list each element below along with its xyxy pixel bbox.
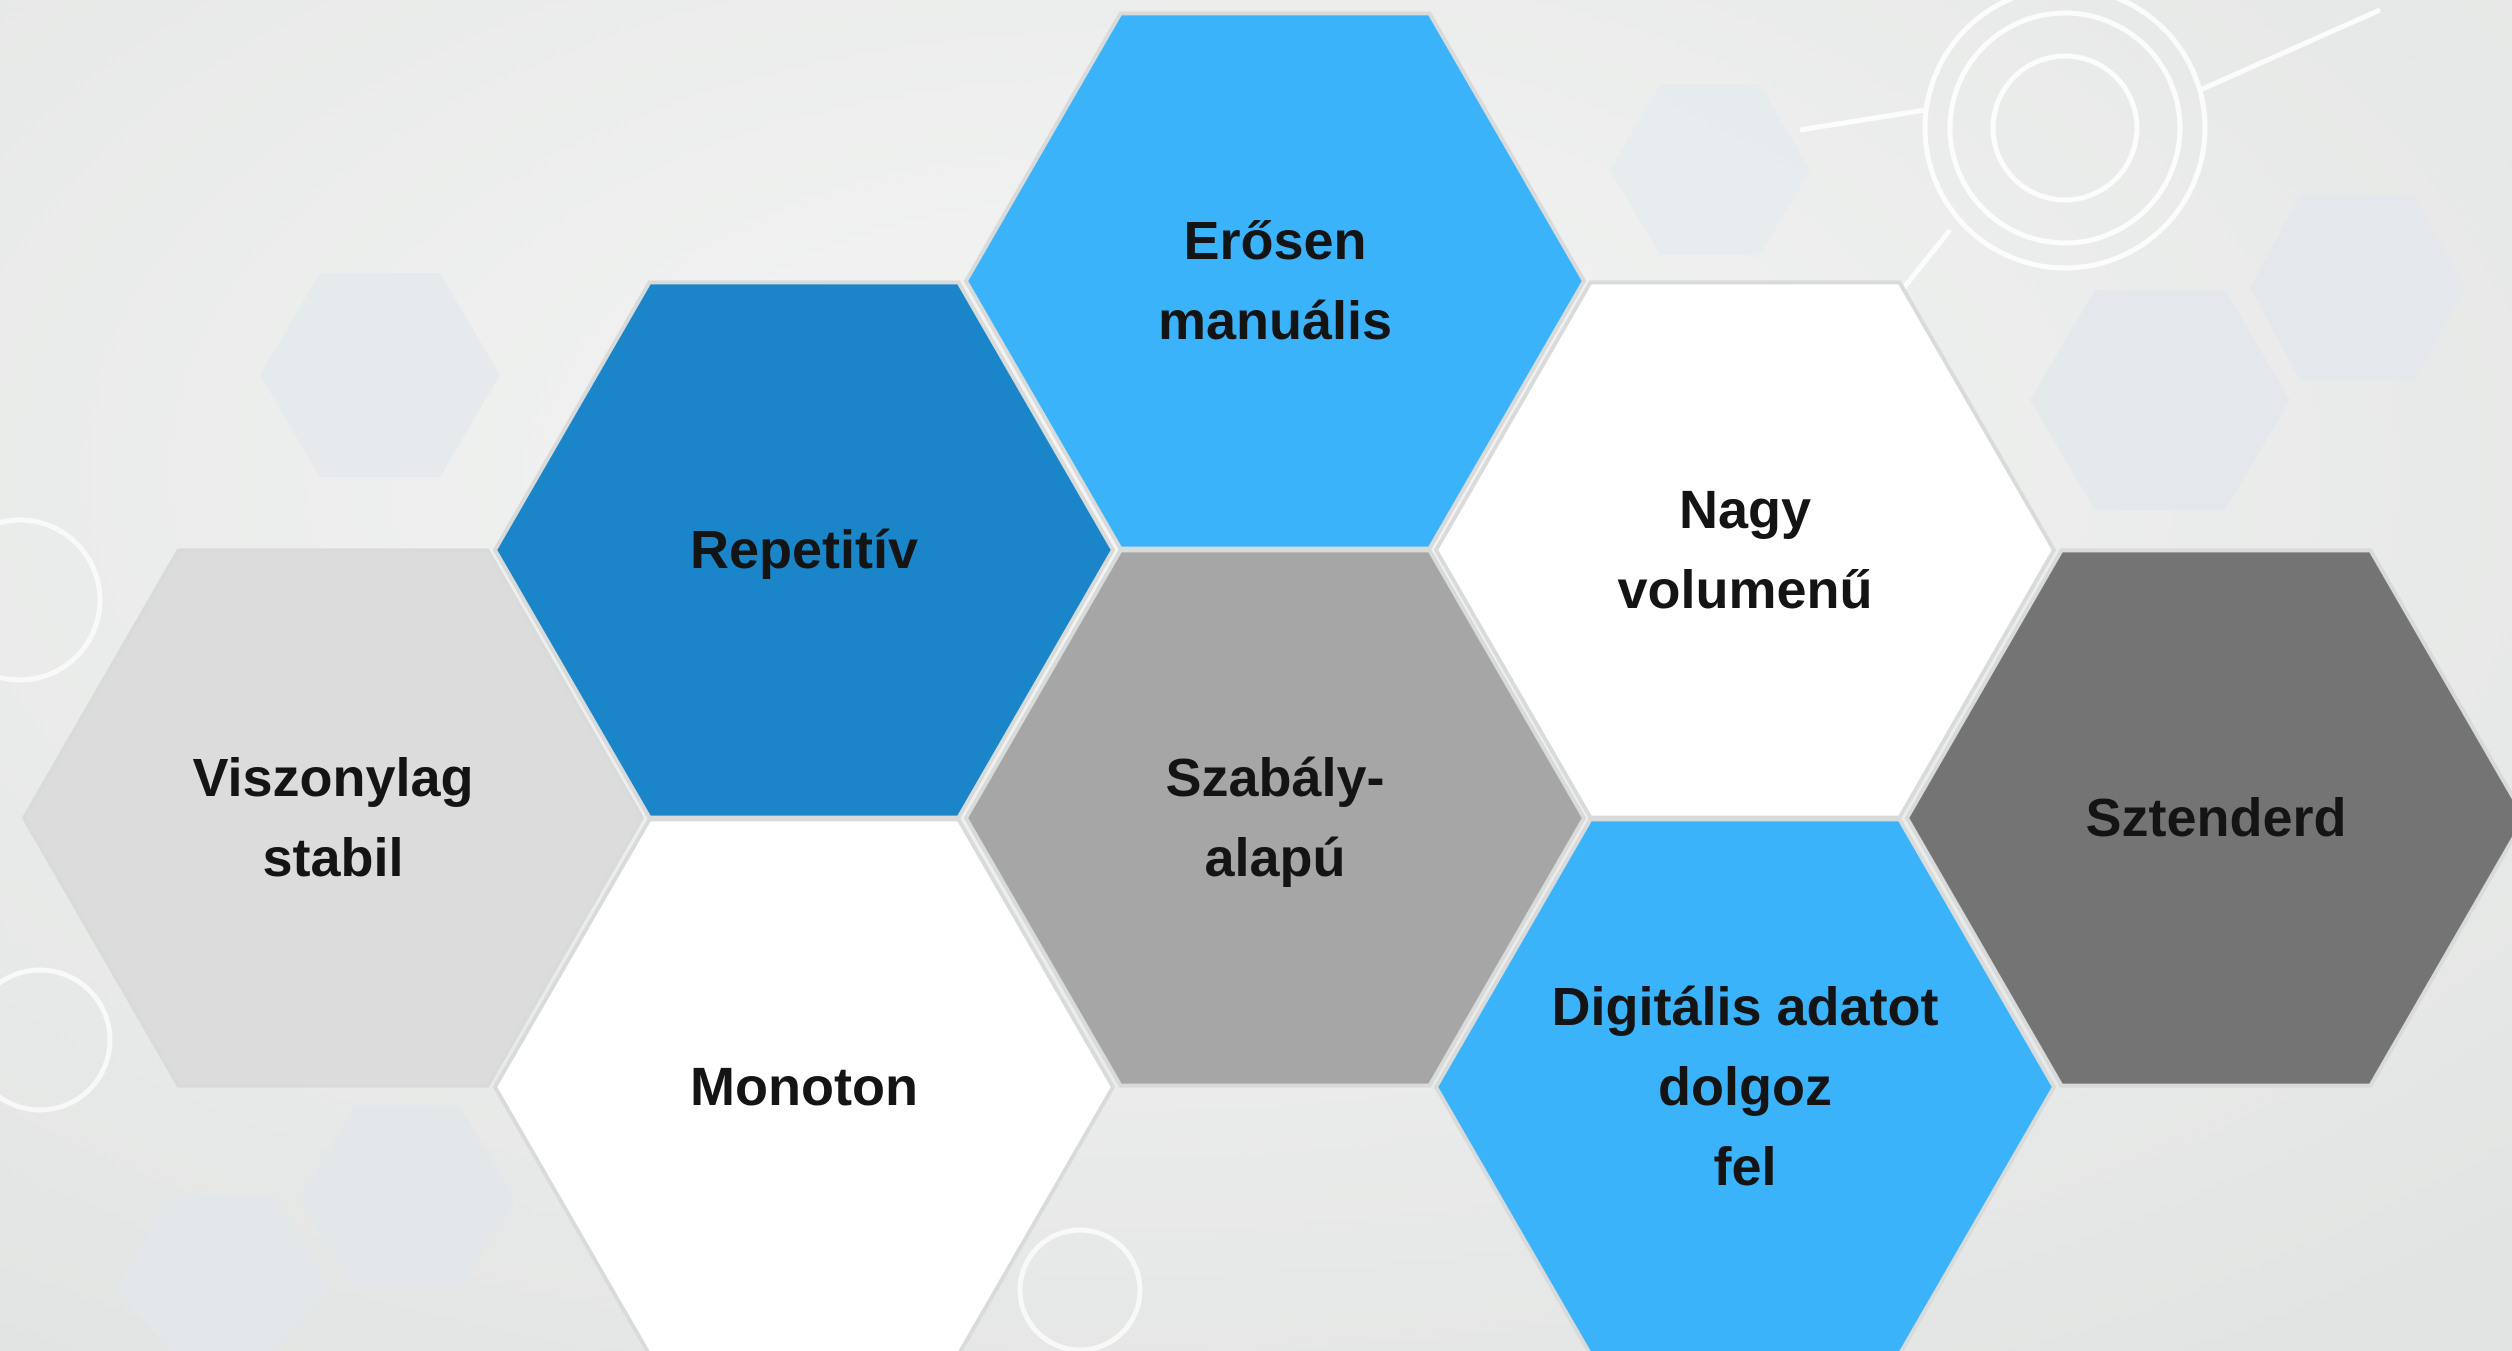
hexagon-label-line: fel (1713, 1137, 1776, 1197)
hexagon-label: Sztenderd (2085, 788, 2346, 848)
hexagon-erosen-manualis: Erősen manuális (963, 11, 1587, 551)
hexagon-shape (1433, 817, 2057, 1351)
decor-hexagon (115, 1195, 330, 1351)
hexagon-viszonylag-stabil: Viszonylag stabil (21, 548, 645, 1088)
hexagon-nagy-volumenu: Nagy volumenű (1433, 280, 2057, 820)
hexagon-label: Nagy volumenű (1617, 480, 1872, 620)
hexagon-label-line: alapú (1204, 828, 1345, 888)
hexagon-label: Viszonylag stabil (192, 748, 473, 888)
hexagon-label: Szabály-alapú (1165, 748, 1384, 888)
hexagon-label: Monoton (690, 1057, 918, 1117)
hexagon-label-line: manuális (1158, 291, 1392, 351)
hexagon-shape (1904, 548, 2512, 1088)
hexagon-label: Digitális adatot dolgoz fel (1551, 977, 1938, 1197)
hexagon-shape (492, 817, 1116, 1351)
hexagon-sztenderd: Sztenderd (1904, 548, 2512, 1088)
gear-decoration (0, 517, 1143, 1351)
wheel-decoration (1799, 0, 2382, 332)
hexagon-label-line: Szabály- (1165, 748, 1384, 808)
hexagon-label-line: Sztenderd (2085, 788, 2346, 848)
decor-hexagon (2030, 290, 2290, 510)
hexagon-label-line: stabil (262, 828, 403, 888)
hexagon-label: Repetitív (690, 520, 918, 580)
hexagon-label-line: volumenű (1617, 560, 1872, 620)
hexagon-digitalis-adatot: Digitális adatot dolgoz fel (1433, 817, 2057, 1351)
hexagon-label-line: dolgoz (1658, 1057, 1832, 1117)
hexagon-label-line: Monoton (690, 1057, 918, 1117)
hexagon-label-line: Viszonylag (192, 748, 473, 808)
decor-hexagon (2250, 196, 2465, 380)
hexagon-label-line: Repetitív (690, 520, 918, 580)
hexagon-label: Erősen manuális (1158, 211, 1392, 351)
hexagon-label-line: Erősen (1183, 211, 1366, 271)
hexagon-szabaly-alapu: Szabály-alapú (963, 548, 1587, 1088)
hexagon-shape (21, 548, 645, 1088)
decor-hexagon (1610, 85, 1810, 255)
hexagon-shape (963, 548, 1587, 1088)
hexagon-monoton: Monoton (492, 817, 1116, 1351)
decor-hexagon (260, 273, 500, 477)
hexagon-label-line: Digitális adatot (1551, 977, 1938, 1037)
decor-hexagon (300, 1105, 515, 1290)
hexagon-label-line: Nagy (1679, 480, 1811, 540)
